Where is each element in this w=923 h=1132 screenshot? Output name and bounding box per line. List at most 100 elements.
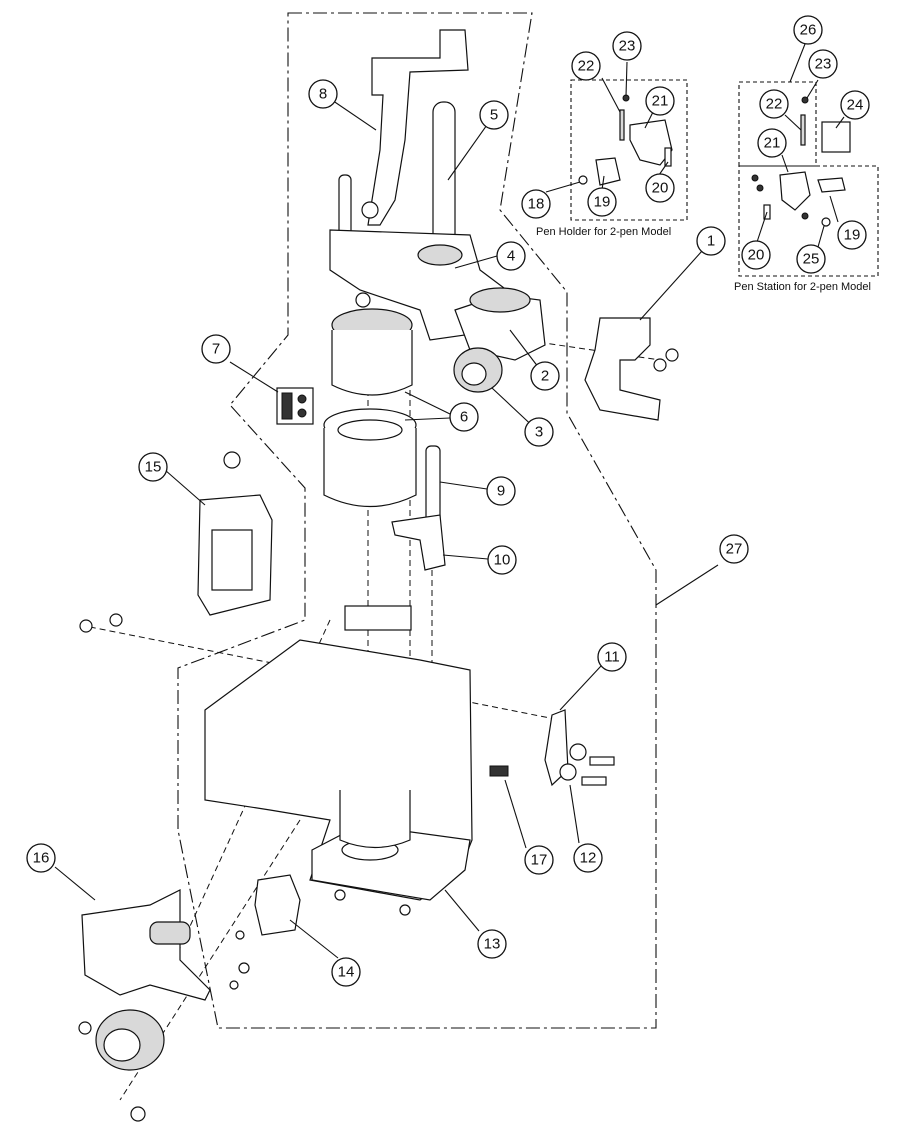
- svg-text:21: 21: [652, 93, 669, 110]
- thread-shaft: [149, 921, 191, 945]
- svg-text:26: 26: [800, 22, 817, 39]
- pen-station-box-bottom: [738, 165, 879, 277]
- callout-23a: 23: [612, 31, 642, 61]
- svg-text:19: 19: [844, 227, 861, 244]
- callout-8: 8: [308, 79, 338, 109]
- callout-9: 9: [486, 476, 516, 506]
- svg-text:18: 18: [528, 196, 545, 213]
- screw: [361, 201, 379, 219]
- callout-2: 2: [530, 361, 560, 391]
- lever-arm: [391, 514, 446, 571]
- solenoid-coil: [211, 529, 253, 591]
- label-mark: [297, 408, 307, 418]
- svg-text:25: 25: [803, 251, 820, 268]
- svg-text:12: 12: [580, 850, 597, 867]
- callout-10: 10: [487, 545, 517, 575]
- callout-14: 14: [331, 957, 361, 987]
- callout-17: 17: [524, 845, 554, 875]
- screw: [355, 292, 371, 308]
- svg-text:20: 20: [748, 247, 765, 264]
- holder-lever: [595, 157, 621, 186]
- callout-15: 15: [138, 452, 168, 482]
- flex-cable: [367, 29, 469, 226]
- screw: [229, 980, 239, 990]
- pin: [800, 114, 806, 146]
- svg-text:6: 6: [460, 409, 468, 426]
- screw: [109, 613, 123, 627]
- svg-text:9: 9: [497, 483, 505, 500]
- screw: [130, 1106, 146, 1122]
- shaft: [425, 445, 441, 525]
- svg-text:13: 13: [484, 936, 501, 953]
- callout-6: 6: [449, 402, 479, 432]
- pen-station-caption: Pen Station for 2-pen Model: [734, 281, 871, 293]
- svg-text:7: 7: [212, 341, 220, 358]
- spacer: [489, 765, 509, 777]
- svg-text:10: 10: [494, 552, 511, 569]
- pen-holder-clip: [629, 119, 673, 166]
- callout-19a: 19: [587, 187, 617, 217]
- screw: [581, 776, 607, 786]
- spring: [821, 217, 831, 227]
- callout-5: 5: [479, 100, 509, 130]
- svg-text:27: 27: [726, 541, 743, 558]
- spring: [578, 175, 588, 185]
- bushing: [417, 244, 463, 266]
- label-mark: [297, 394, 307, 404]
- svg-text:23: 23: [815, 56, 832, 73]
- callout-1: 1: [696, 226, 726, 256]
- screw: [756, 184, 764, 192]
- callout-22b: 22: [759, 89, 789, 119]
- callout-27: 27: [719, 534, 749, 564]
- callout-24: 24: [840, 90, 870, 120]
- callout-18: 18: [521, 189, 551, 219]
- callout-16: 16: [26, 843, 56, 873]
- screw: [653, 358, 667, 372]
- svg-text:24: 24: [847, 97, 864, 114]
- assembly-outline: [177, 12, 657, 1029]
- callout-19b: 19: [837, 220, 867, 250]
- screw: [589, 756, 615, 766]
- callout-12: 12: [573, 843, 603, 873]
- callout-3: 3: [524, 417, 554, 447]
- screw: [399, 904, 411, 916]
- callout-13: 13: [477, 929, 507, 959]
- pad: [664, 147, 672, 167]
- washer: [238, 962, 250, 974]
- svg-text:21: 21: [764, 135, 781, 152]
- washer: [235, 930, 245, 940]
- callout-20b: 20: [741, 240, 771, 270]
- svg-text:8: 8: [319, 86, 327, 103]
- svg-text:16: 16: [33, 850, 50, 867]
- chassis-cylinder: [339, 790, 411, 849]
- callout-26: 26: [793, 15, 823, 45]
- washer: [559, 763, 577, 781]
- callout-25: 25: [796, 244, 826, 274]
- station-lever: [817, 177, 846, 193]
- pen-holder-box: [570, 79, 688, 221]
- screw: [665, 348, 679, 362]
- svg-text:22: 22: [766, 96, 783, 113]
- station-clip: [779, 171, 811, 211]
- callout-23b: 23: [808, 49, 838, 79]
- svg-text:3: 3: [535, 424, 543, 441]
- screw: [78, 1021, 92, 1035]
- callout-7: 7: [201, 334, 231, 364]
- svg-text:1: 1: [707, 233, 715, 250]
- motor-body: [331, 330, 413, 396]
- svg-text:19: 19: [594, 194, 611, 211]
- e-ring: [801, 96, 809, 104]
- washer: [801, 212, 809, 220]
- screw: [79, 619, 93, 633]
- svg-text:23: 23: [619, 38, 636, 55]
- coil-body: [323, 428, 417, 508]
- pin: [619, 109, 625, 141]
- pen-holder-caption: Pen Holder for 2-pen Model: [536, 226, 671, 238]
- callout-4: 4: [496, 241, 526, 271]
- svg-text:20: 20: [652, 180, 669, 197]
- knob-face: [461, 362, 487, 386]
- label-mark: [281, 392, 293, 420]
- pen-holder-bracket: [584, 317, 661, 421]
- sensor-module: [254, 874, 301, 936]
